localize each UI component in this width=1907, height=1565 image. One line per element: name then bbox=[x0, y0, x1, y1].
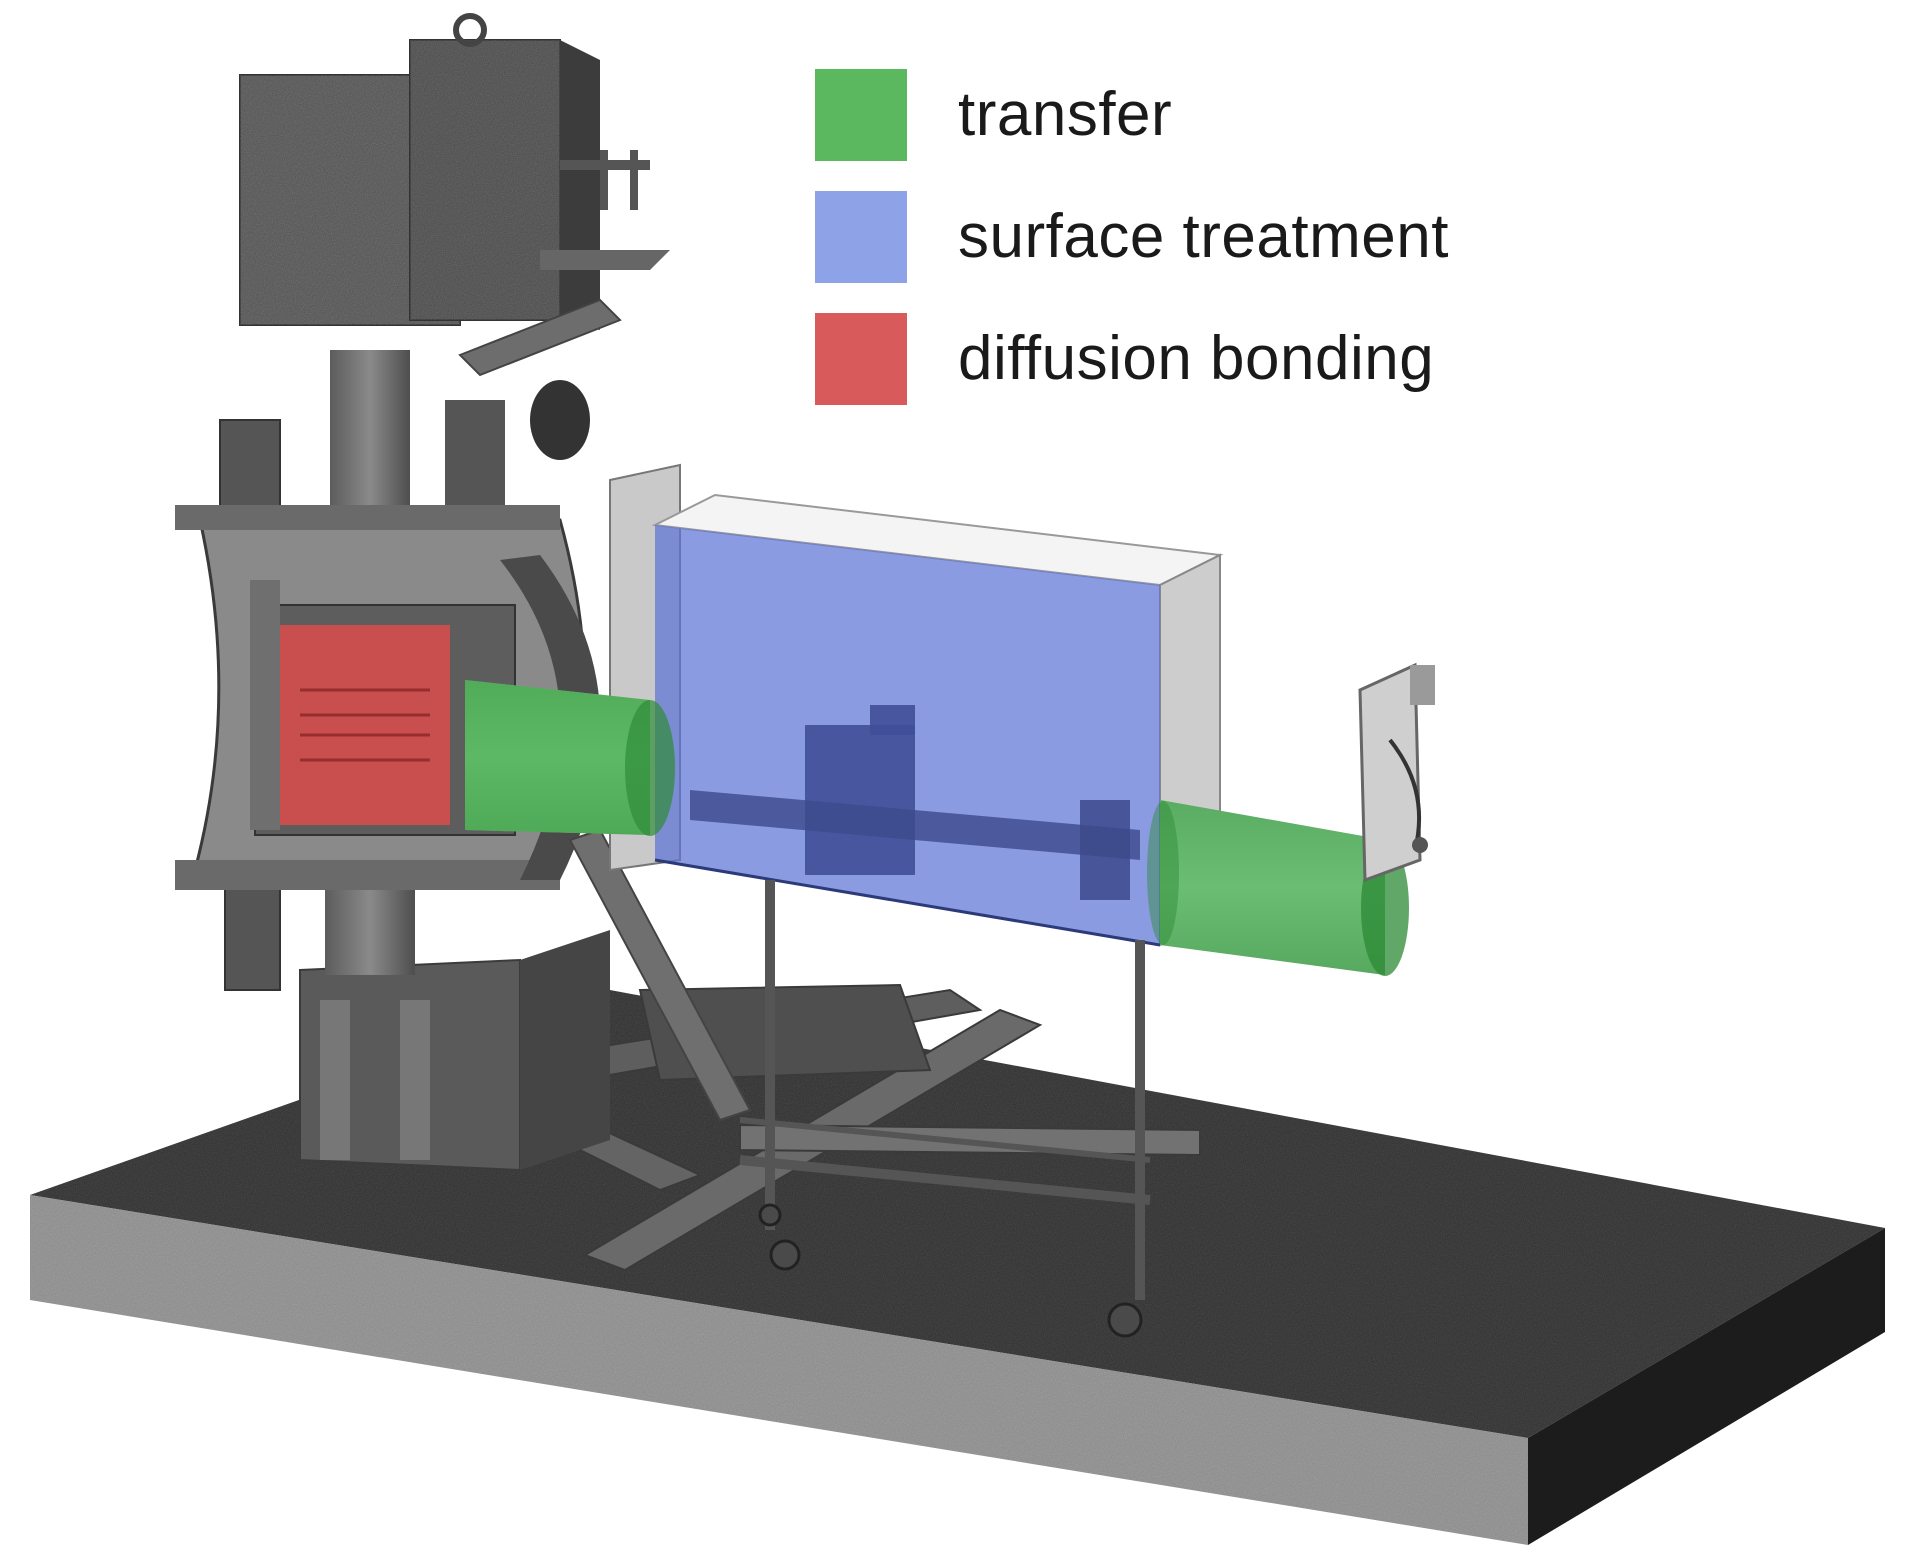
cart-frame bbox=[739, 880, 1151, 1300]
surface-treatment-chamber bbox=[609, 463, 1224, 947]
base-side bbox=[1528, 1228, 1885, 1545]
legend-swatch-surface-treatment bbox=[815, 191, 907, 283]
transfer-region-right bbox=[1160, 800, 1385, 975]
end-valve bbox=[1358, 662, 1435, 883]
legend-swatch-diffusion-bonding bbox=[815, 313, 907, 405]
base-front-speckle bbox=[30, 1195, 1528, 1545]
legend-label-diffusion-bonding: diffusion bonding bbox=[958, 324, 1435, 393]
transfer-tube-right bbox=[1147, 800, 1409, 976]
transfer-tube-left bbox=[465, 680, 675, 836]
transfer-region-left bbox=[465, 680, 650, 835]
legend-swatch-transfer bbox=[815, 69, 907, 161]
cart-wheels bbox=[758, 1203, 1143, 1338]
bonding-details bbox=[300, 688, 430, 762]
legend-label-surface-treatment: surface treatment bbox=[958, 202, 1449, 271]
diffusion-bonding-region bbox=[280, 625, 450, 825]
legend-label-transfer: transfer bbox=[958, 80, 1173, 149]
